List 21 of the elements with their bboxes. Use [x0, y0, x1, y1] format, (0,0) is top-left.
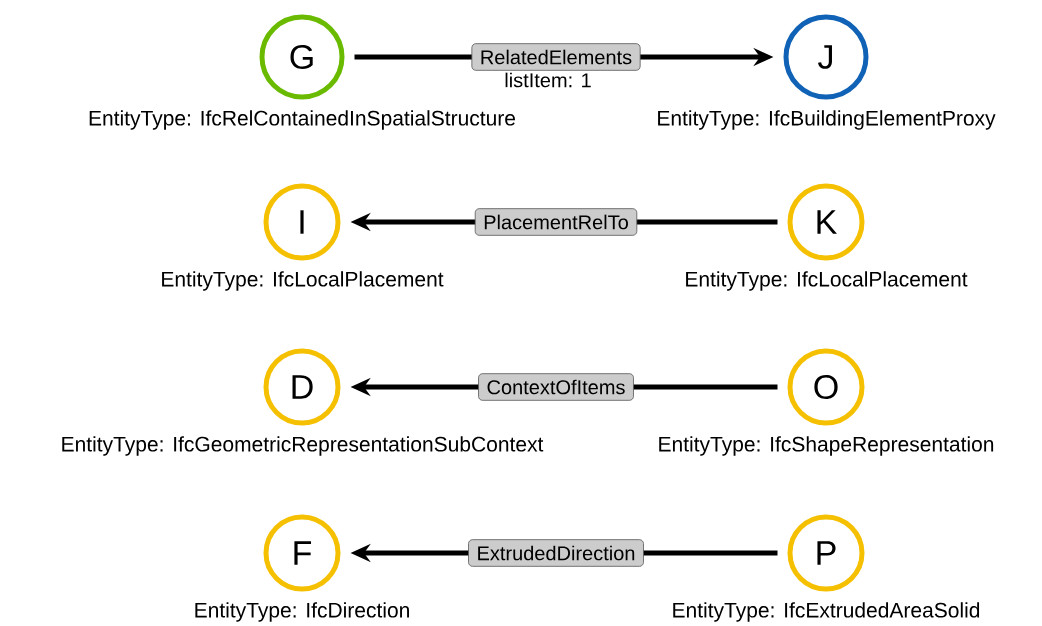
node-caption: EntityType: IfcGeometricRepresentationSubContext [62, 436, 544, 456]
node-caption: EntityType: IfcDirection [195, 602, 409, 622]
node-caption: EntityType: IfcShapeRepresentation [659, 436, 994, 456]
circle-node: D [263, 348, 341, 426]
circle-node: I [263, 183, 341, 261]
circle-node: P [787, 514, 865, 592]
node-caption: EntityType: IfcLocalPlacement [686, 271, 968, 291]
node-caption: EntityType: IfcBuildingElementProxy [658, 110, 996, 130]
circle-node: O [787, 348, 865, 426]
node-caption: EntityType: IfcLocalPlacement [162, 271, 444, 291]
edge-note: listItem: 1 [505, 72, 591, 88]
edge-label: ContextOfItems [478, 373, 634, 401]
node-caption: EntityType: IfcRelContainedInSpatialStructure [89, 110, 515, 130]
edge-label: PlacementRelTo [474, 208, 638, 236]
circle-node: K [787, 183, 865, 261]
node-caption: EntityType: IfcExtrudedAreaSolid [673, 602, 980, 622]
edge-label: ExtrudedDirection [468, 539, 644, 567]
circle-node: F [263, 514, 341, 592]
circle-node: J [783, 14, 869, 100]
circle-node: G [259, 14, 345, 100]
edge-label: RelatedElements [471, 43, 641, 71]
